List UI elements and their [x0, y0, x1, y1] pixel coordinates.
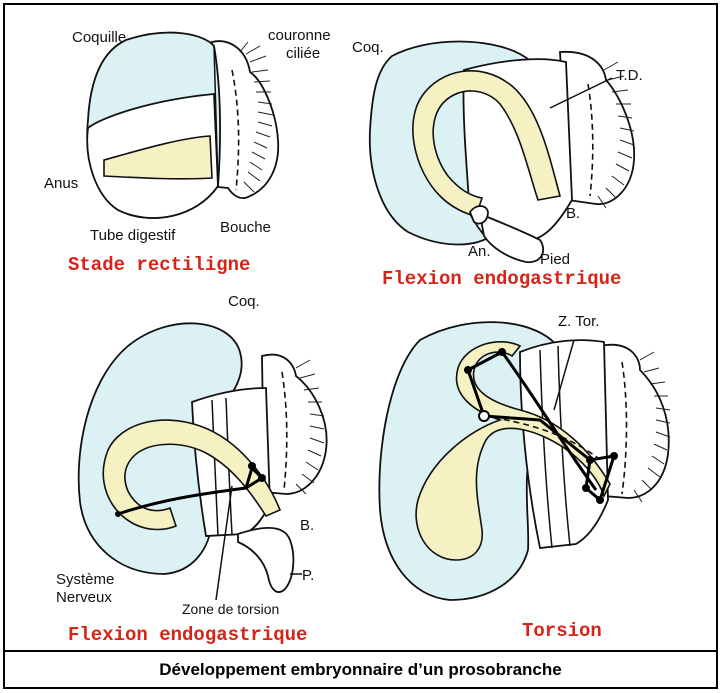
- label-zone-torsion: Zone de torsion: [182, 601, 279, 617]
- label-systeme: Système: [56, 571, 114, 588]
- panel-flexion-2: [79, 323, 327, 600]
- label-an: An.: [468, 243, 491, 260]
- label-coq: Coq.: [352, 39, 384, 56]
- label-bouche: Bouche: [220, 219, 271, 236]
- anus-opening: [470, 206, 488, 224]
- label-td: T.D.: [616, 67, 643, 84]
- foot-p: [238, 528, 293, 592]
- stage-title-4: Torsion: [522, 620, 602, 642]
- ganglion: [610, 452, 618, 460]
- ganglion: [115, 511, 121, 517]
- ganglion: [586, 456, 594, 464]
- label-nerveux: Nerveux: [56, 589, 112, 606]
- label-anus: Anus: [44, 175, 78, 192]
- ganglion: [596, 496, 604, 504]
- label-couronne: couronne: [268, 27, 331, 44]
- head-velum: [262, 355, 327, 494]
- ganglion: [479, 411, 489, 421]
- ganglion: [464, 366, 472, 374]
- panel-flexion-1: [370, 42, 634, 263]
- stage-title-3: Flexion endogastrique: [68, 624, 307, 646]
- ganglion: [582, 484, 590, 492]
- label-coq-3: Coq.: [228, 293, 260, 310]
- ganglion: [498, 348, 506, 356]
- label-coquille: Coquille: [72, 29, 126, 46]
- label-ciliee: ciliée: [286, 45, 320, 62]
- label-b-3: B.: [300, 517, 314, 534]
- figure-caption: Développement embryonnaire d’un prosobra…: [159, 660, 561, 680]
- caption-box: Développement embryonnaire d’un prosobra…: [3, 650, 718, 689]
- ganglion: [248, 462, 256, 470]
- stage-title-2: Flexion endogastrique: [382, 268, 621, 290]
- label-b: B.: [566, 205, 580, 222]
- panel-stade-rectiligne: [87, 33, 278, 218]
- label-tube-digestif: Tube digestif: [90, 227, 176, 244]
- panel-torsion: [379, 322, 670, 600]
- label-ztor: Z. Tor.: [558, 313, 599, 330]
- stage-title-1: Stade rectiligne: [68, 254, 250, 276]
- label-p-3: P.: [302, 567, 314, 584]
- ganglion: [258, 474, 266, 482]
- label-pied: Pied: [540, 251, 570, 268]
